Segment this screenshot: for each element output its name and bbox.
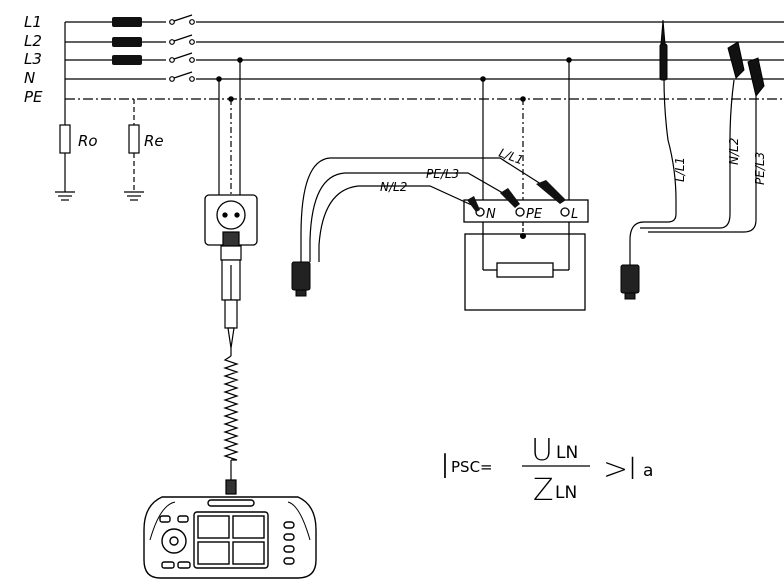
bus-label-pe: PE: [24, 88, 43, 106]
terminal-label-pe: PE: [526, 207, 543, 222]
bus-label-l2: L2: [24, 32, 42, 50]
bus-label-l1: L1: [24, 13, 42, 31]
fuse-l1: [112, 17, 142, 27]
ground-symbol-re: [124, 191, 144, 201]
center-probe-tips: [467, 180, 566, 212]
earthing: [55, 22, 144, 201]
formula-den-sub: LN: [555, 483, 577, 503]
coiled-cable: [223, 348, 239, 495]
resistor-ro: [59, 124, 71, 154]
switch-l3: [166, 52, 196, 66]
switch-l1: [166, 14, 196, 28]
center-lead-plug: [291, 261, 311, 297]
right-probe-leads: [629, 77, 757, 265]
socket-branch: [216, 57, 243, 195]
resistor-label-ro: Ro: [78, 132, 98, 150]
formula-num-main: U: [531, 433, 553, 468]
terminal-block: [463, 199, 589, 223]
load-box: [464, 222, 586, 311]
formula-lhs-sub: PSC=: [451, 458, 493, 476]
switch-n: [166, 71, 196, 85]
probe-l2: [727, 41, 745, 79]
formula-rhs-sub: a: [643, 461, 653, 481]
probe-label-right-pe: PE/L3: [753, 152, 767, 185]
center-branch: [480, 57, 572, 200]
fuse-l2: [112, 37, 142, 47]
wall-socket: [204, 194, 258, 246]
probe-label-right-n: N/L2: [727, 138, 741, 165]
resistor-re: [128, 124, 140, 154]
formula-lhs-main: I: [440, 447, 450, 487]
ground-symbol-ro: [55, 191, 75, 201]
formula-num-sub: LN: [556, 443, 578, 463]
terminal-label-n: N: [486, 207, 496, 222]
bus-label-l3: L3: [24, 50, 42, 68]
probe-label-center-l: L/L1: [497, 146, 525, 168]
switches: [166, 14, 196, 85]
right-lead-plug: [620, 264, 640, 300]
probe-l1: [659, 43, 668, 81]
probe-label-right-l: L/L1: [673, 157, 687, 182]
probe-l3: [747, 57, 765, 98]
center-probe-leads: [300, 157, 556, 262]
resistor-label-re: Re: [144, 132, 164, 150]
formula-rhs-op: >I: [603, 452, 637, 487]
switch-l2: [166, 34, 196, 48]
instrument-dial: [161, 528, 187, 554]
right-probe-tips: [659, 19, 765, 98]
bus-label-n: N: [24, 69, 35, 87]
probe-label-center-pe: PE/L3: [426, 167, 459, 181]
schuko-plug: [220, 231, 242, 349]
test-instrument: [143, 496, 317, 579]
formula-den-main: Z: [533, 473, 554, 508]
terminal-label-l: L: [571, 207, 578, 222]
probe-label-center-n: N/L2: [380, 180, 407, 194]
fuses: [112, 17, 142, 65]
instrument-screen: [193, 511, 269, 569]
fuse-l3: [112, 55, 142, 65]
psc-formula: I PSC= U LN Z LN >I a: [440, 433, 653, 508]
